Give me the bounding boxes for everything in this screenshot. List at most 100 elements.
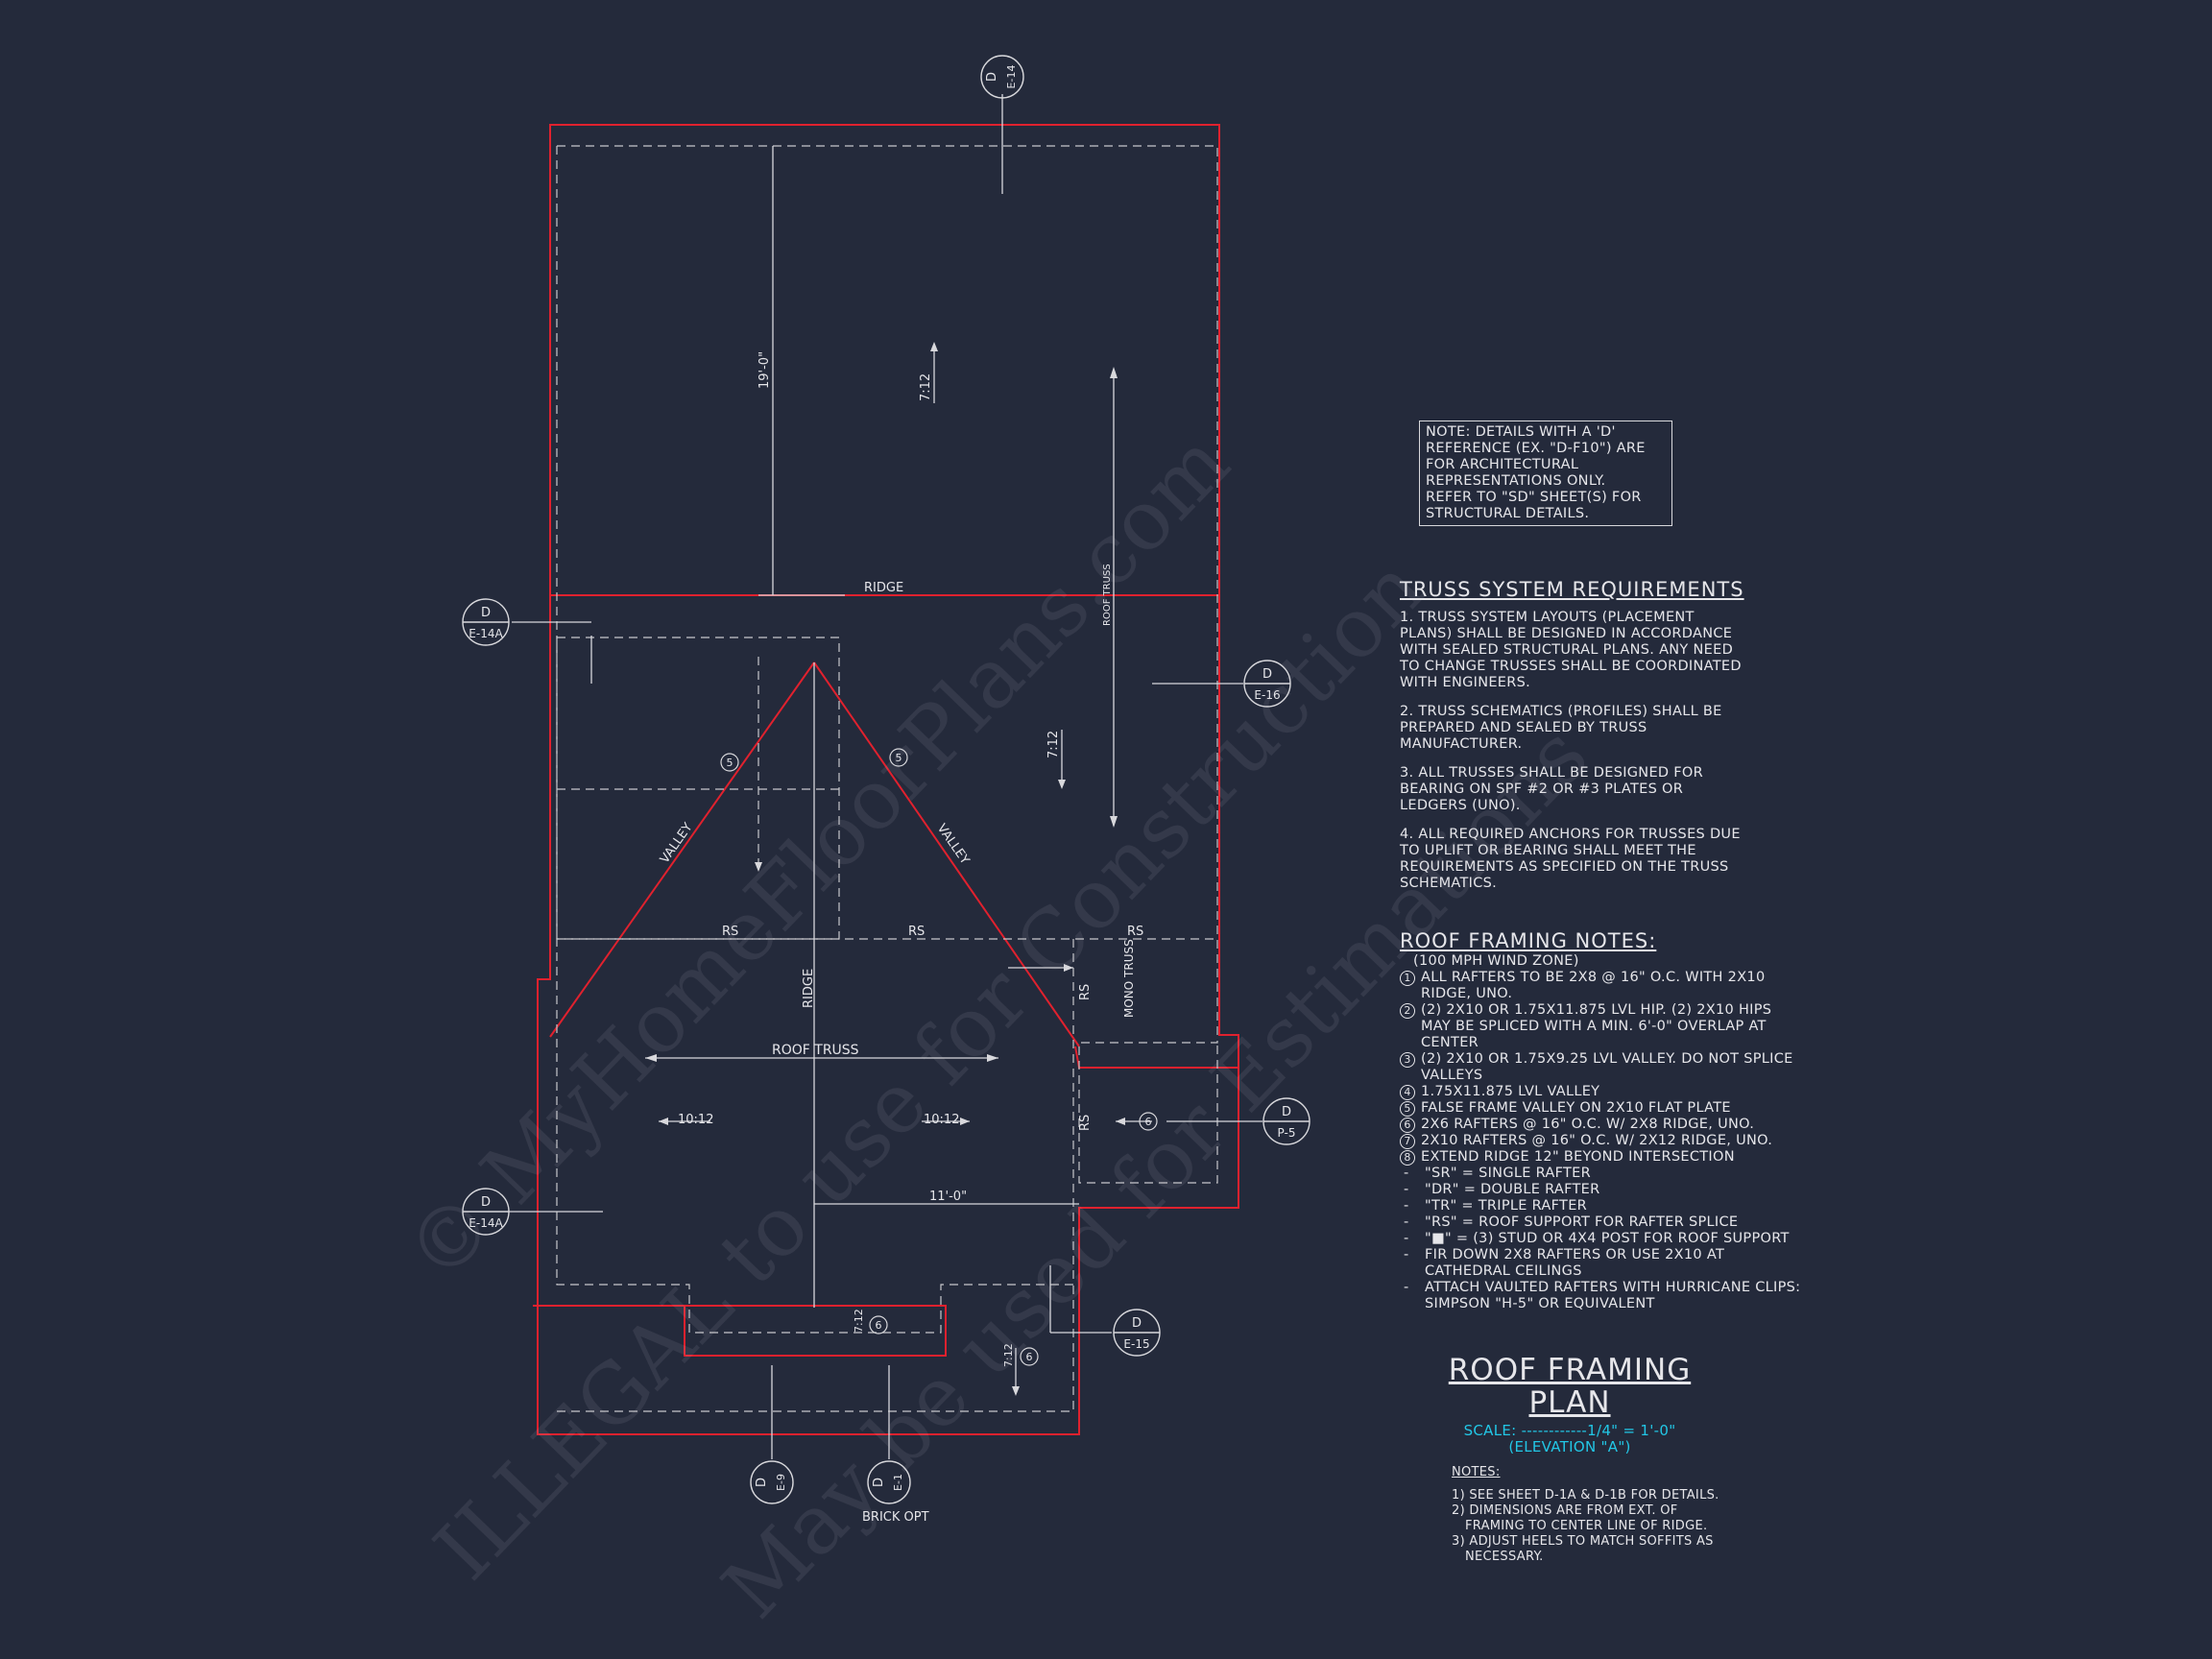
note-number: 3 <box>1400 1052 1415 1068</box>
note-number: 8 <box>1400 1150 1415 1166</box>
title-block: ROOF FRAMING PLAN SCALE: ------------1/4… <box>1411 1354 1728 1455</box>
framing-legend-item: -"■" = (3) STUD OR 4x4 POST FOR ROOF SUP… <box>1400 1231 1803 1247</box>
circle-5-right: 5 <box>896 752 902 764</box>
framing-note-item: 5 FALSE FRAME VALLEY ON 2x10 FLAT PLATE <box>1400 1100 1803 1117</box>
note-text: "RS" = ROOF SUPPORT FOR RAFTER SPLICE <box>1425 1214 1739 1230</box>
arrowhead <box>1064 964 1073 972</box>
note-number: 6 <box>1400 1118 1415 1133</box>
arrowhead <box>645 1054 657 1062</box>
rs-label-vertical-2: RS <box>1078 1115 1093 1131</box>
framing-legend-item: -FIR DOWN 2x8 RAFTERS OR USE 2x10 AT CAT… <box>1400 1247 1803 1280</box>
framing-legend-item: -"DR" = DOUBLE RAFTER <box>1400 1182 1803 1198</box>
arrowhead <box>659 1118 668 1125</box>
note-text: (2) 2x10 OR 1.75x11.875 LVL HIP. (2) 2x1… <box>1421 1002 1772 1050</box>
circle-5-left: 5 <box>727 757 733 769</box>
arrowhead <box>1110 816 1118 828</box>
arrowhead <box>930 342 938 351</box>
note-text: EXTEND RIDGE 12" BEYOND INTERSECTION <box>1421 1149 1735 1165</box>
framing-legend-item: - "SR" = SINGLE RAFTER <box>1400 1166 1803 1182</box>
truss-system-requirements: TRUSS SYSTEM REQUIREMENTS 1. TRUSS SYSTE… <box>1400 578 1745 904</box>
mono-truss-label: MONO TRUSS <box>1122 939 1136 1018</box>
dash-bullet: - <box>1404 1166 1409 1181</box>
rs-label-2: RS <box>908 925 925 939</box>
wall-dashed-inner <box>556 637 840 940</box>
roof-truss-label: ROOF TRUSS <box>772 1043 859 1058</box>
framing-legend-item: -"TR" = TRIPLE RAFTER <box>1400 1198 1803 1214</box>
section-tag-top: D <box>1282 1105 1291 1119</box>
arrowhead <box>987 1054 998 1062</box>
section-tag-top: D <box>755 1478 769 1487</box>
dash-bullet: - <box>1404 1182 1409 1197</box>
drawing-title: ROOF FRAMING PLAN <box>1448 1353 1692 1420</box>
framing-note-item: 7 2x10 RAFTERS @ 16" O.C. W/ 2x12 RIDGE, … <box>1400 1133 1803 1149</box>
circle-6-front: 6 <box>876 1319 882 1332</box>
note-line: REFERENCE (EX. "D-F10") ARE <box>1426 441 1646 456</box>
arrowhead <box>1116 1118 1125 1125</box>
section-tag-bottom: E-14 <box>1005 65 1018 89</box>
framing-note-item: 1 ALL RAFTERS TO BE 2x8 @ 16" O.C. WITH 2… <box>1400 970 1803 1002</box>
wall-dashed-left <box>556 146 1074 1334</box>
section-tag-bottom: E-14A <box>469 1216 503 1230</box>
section-tag-bottom: E-15 <box>1123 1337 1149 1351</box>
note-number: 2 <box>1400 1003 1415 1019</box>
drawing-scale: SCALE: ------------1/4" = 1'-0" <box>1463 1422 1676 1439</box>
dimension-11-label: 11'-0" <box>929 1190 967 1204</box>
circle-6-right: 6 <box>1145 1116 1152 1128</box>
section-tag-top: D <box>1262 667 1272 682</box>
section-tag-top: D <box>985 72 999 82</box>
note-text: "■" = (3) STUD OR 4x4 POST FOR ROOF SUPP… <box>1425 1231 1790 1246</box>
valley-line-right <box>813 661 1080 1047</box>
section-tag-bottom: E-16 <box>1254 688 1280 702</box>
roof-outline <box>537 124 1239 1435</box>
framing-legend-item: -ATTACH VAULTED RAFTERS WITH HURRICANE C… <box>1400 1280 1803 1312</box>
framing-note-item: 41.75x11.875 LVL VALLEY <box>1400 1084 1803 1100</box>
note-line: REPRESENTATIONS ONLY. <box>1426 473 1606 489</box>
truss-requirements-heading: TRUSS SYSTEM REQUIREMENTS <box>1400 578 1744 601</box>
section-tag-bottom: P-5 <box>1278 1126 1296 1140</box>
arrowhead <box>960 1118 970 1125</box>
note-text: "SR" = SINGLE RAFTER <box>1425 1166 1591 1181</box>
dash-bullet: - <box>1404 1198 1409 1214</box>
front-projection-outline <box>533 1305 947 1357</box>
truss-requirement-item: 4. ALL REQUIRED ANCHORS FOR TRUSSES DUE … <box>1400 827 1741 891</box>
note-number: 7 <box>1400 1134 1415 1149</box>
bay-outline <box>1074 1046 1238 1069</box>
note-line: FOR ARCHITECTURAL <box>1426 457 1579 472</box>
arrowhead <box>1110 367 1118 378</box>
note-text: 2x6 RAFTERS @ 16" O.C. W/ 2x8 RIDGE, UNO… <box>1421 1117 1755 1132</box>
drawing-elevation: (ELEVATION "A") <box>1508 1438 1631 1455</box>
rs-label-3: RS <box>1127 925 1143 939</box>
note-text: FALSE FRAME VALLEY ON 2x10 FLAT PLATE <box>1421 1100 1731 1116</box>
slope-label-10-12-right: 10:12 <box>924 1113 959 1127</box>
truss-requirement-item: 1. TRUSS SYSTEM LAYOUTS (PLACEMENT PLANS… <box>1400 610 1742 690</box>
rs-label-1: RS <box>722 925 738 939</box>
roof-framing-notes-heading: ROOF FRAMING NOTES: <box>1400 929 1657 952</box>
arrowhead <box>1058 780 1066 789</box>
note-line: NOTE: DETAILS WITH A 'D' <box>1426 424 1616 440</box>
section-tag-bottom: E-9 <box>775 1474 787 1491</box>
note-number: 1 <box>1400 971 1415 986</box>
note-number: 5 <box>1400 1101 1415 1117</box>
general-note-item: 2) DIMENSIONS ARE FROM EXT. OF FRAMING T… <box>1452 1503 1708 1533</box>
note-text: "TR" = TRIPLE RAFTER <box>1425 1198 1588 1214</box>
slope-label-7-12-front-a: 7:12 <box>853 1309 865 1333</box>
truss-requirement-item: 2. TRUSS SCHEMATICS (PROFILES) SHALL BE … <box>1400 704 1722 752</box>
note-text: FIR DOWN 2x8 RAFTERS OR USE 2x10 AT CATH… <box>1425 1247 1725 1279</box>
note-text: ALL RAFTERS TO BE 2x8 @ 16" O.C. WITH 2x… <box>1421 970 1766 1001</box>
dimension-19-label: 19'-0" <box>757 351 772 389</box>
framing-note-item: 2 (2) 2x10 OR 1.75x11.875 LVL HIP. (2) 2x… <box>1400 1002 1803 1051</box>
section-tag-top: D <box>872 1478 886 1487</box>
slope-label-7-12-mid: 7:12 <box>1046 731 1061 758</box>
general-note-item: 1) SEE SHEET D-1A & D-1B FOR DETAILS. <box>1452 1488 1719 1503</box>
arrowhead <box>755 862 762 872</box>
framing-note-item: 3(2) 2x10 OR 1.75x9.25 LVL VALLEY. DO NO… <box>1400 1051 1803 1084</box>
section-tag-top: D <box>481 1195 491 1210</box>
note-line: REFER TO "SD" SHEET(S) FOR <box>1426 490 1642 505</box>
arrowhead <box>1012 1386 1020 1396</box>
dash-bullet: - <box>1404 1280 1409 1295</box>
general-notes-heading: NOTES: <box>1452 1465 1501 1479</box>
note-text: 2x10 RAFTERS @ 16" O.C. W/ 2x12 RIDGE, U… <box>1421 1133 1773 1148</box>
section-tag-top: D <box>1132 1316 1142 1331</box>
framing-note-item: 6 2x6 RAFTERS @ 16" O.C. W/ 2x8 RIDGE, UN… <box>1400 1117 1803 1133</box>
